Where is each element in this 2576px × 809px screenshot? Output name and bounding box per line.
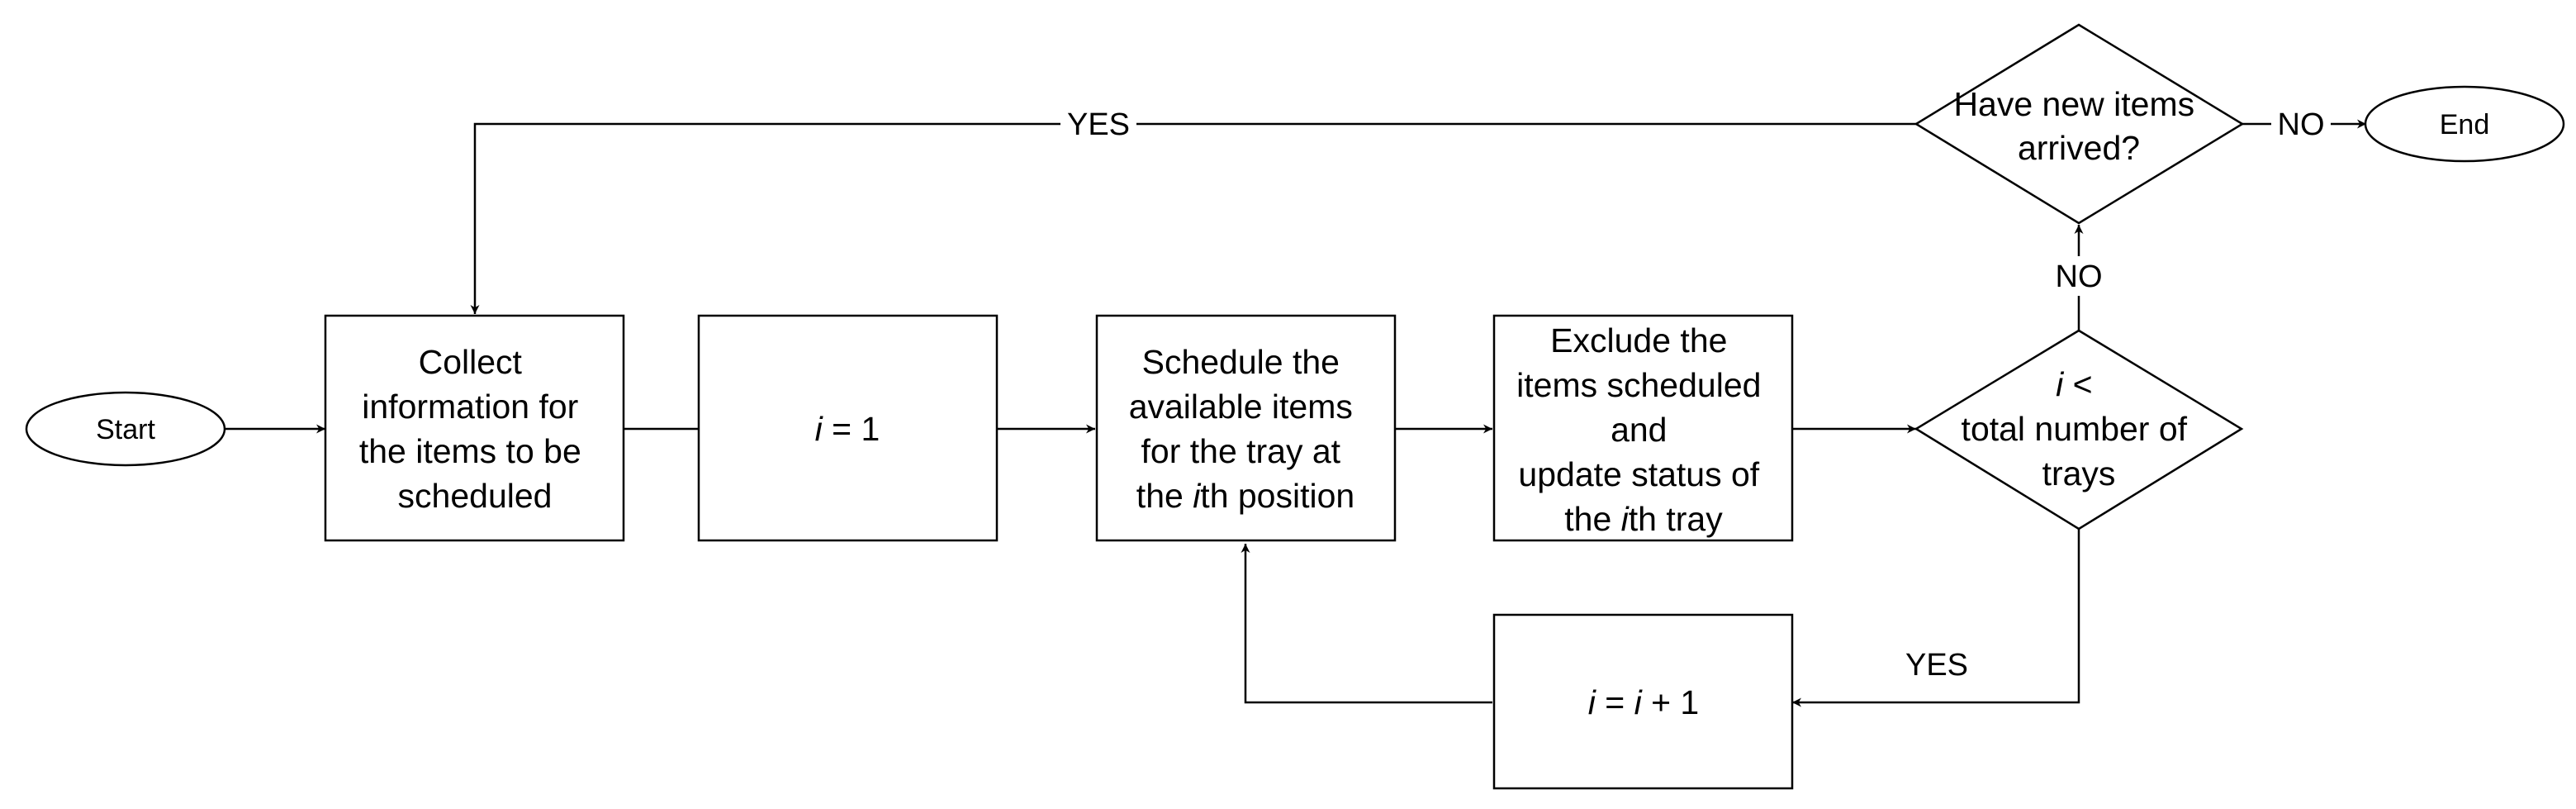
schedule-box [1095,314,1397,542]
tray-count-no-label: NO [2056,259,2103,294]
edge-check-increment [1792,529,2080,707]
tray-count-decision-text: i < total number of trays [1962,365,2197,493]
new-items-yes-label: YES [1067,107,1130,142]
new-items-decision [1914,23,2245,225]
schedule-text: Schedule the available items for the tra… [1129,343,1363,515]
exclude-text: Exclude the items scheduled and update s… [1516,321,1771,538]
no-end-label-bg [2271,106,2331,142]
init-i-text: i = 1 [815,410,880,448]
collect-info-box [324,314,625,542]
new-items-decision-text: Have new items arrived? [1953,85,2204,167]
end-terminal [2364,85,2565,163]
increment-text: i = i + 1 [1588,683,1699,721]
tray-count-yes-label: YES [1905,648,1968,683]
edge-increment-schedule [1241,544,1492,704]
no-up-label-bg [2048,256,2109,296]
init-i-box [697,314,999,542]
start-terminal [25,391,226,467]
collect-info-text: Collect information for the items to be … [359,343,591,515]
yes-label-bg [1060,106,1136,142]
tray-count-decision [1914,329,2244,531]
increment-box [1492,613,1794,790]
new-items-no-label: NO [2278,107,2325,142]
exclude-box [1492,314,1794,542]
end-label: End [2440,109,2490,140]
start-label: Start [96,414,155,445]
edge-new-items-collect [470,122,1916,314]
